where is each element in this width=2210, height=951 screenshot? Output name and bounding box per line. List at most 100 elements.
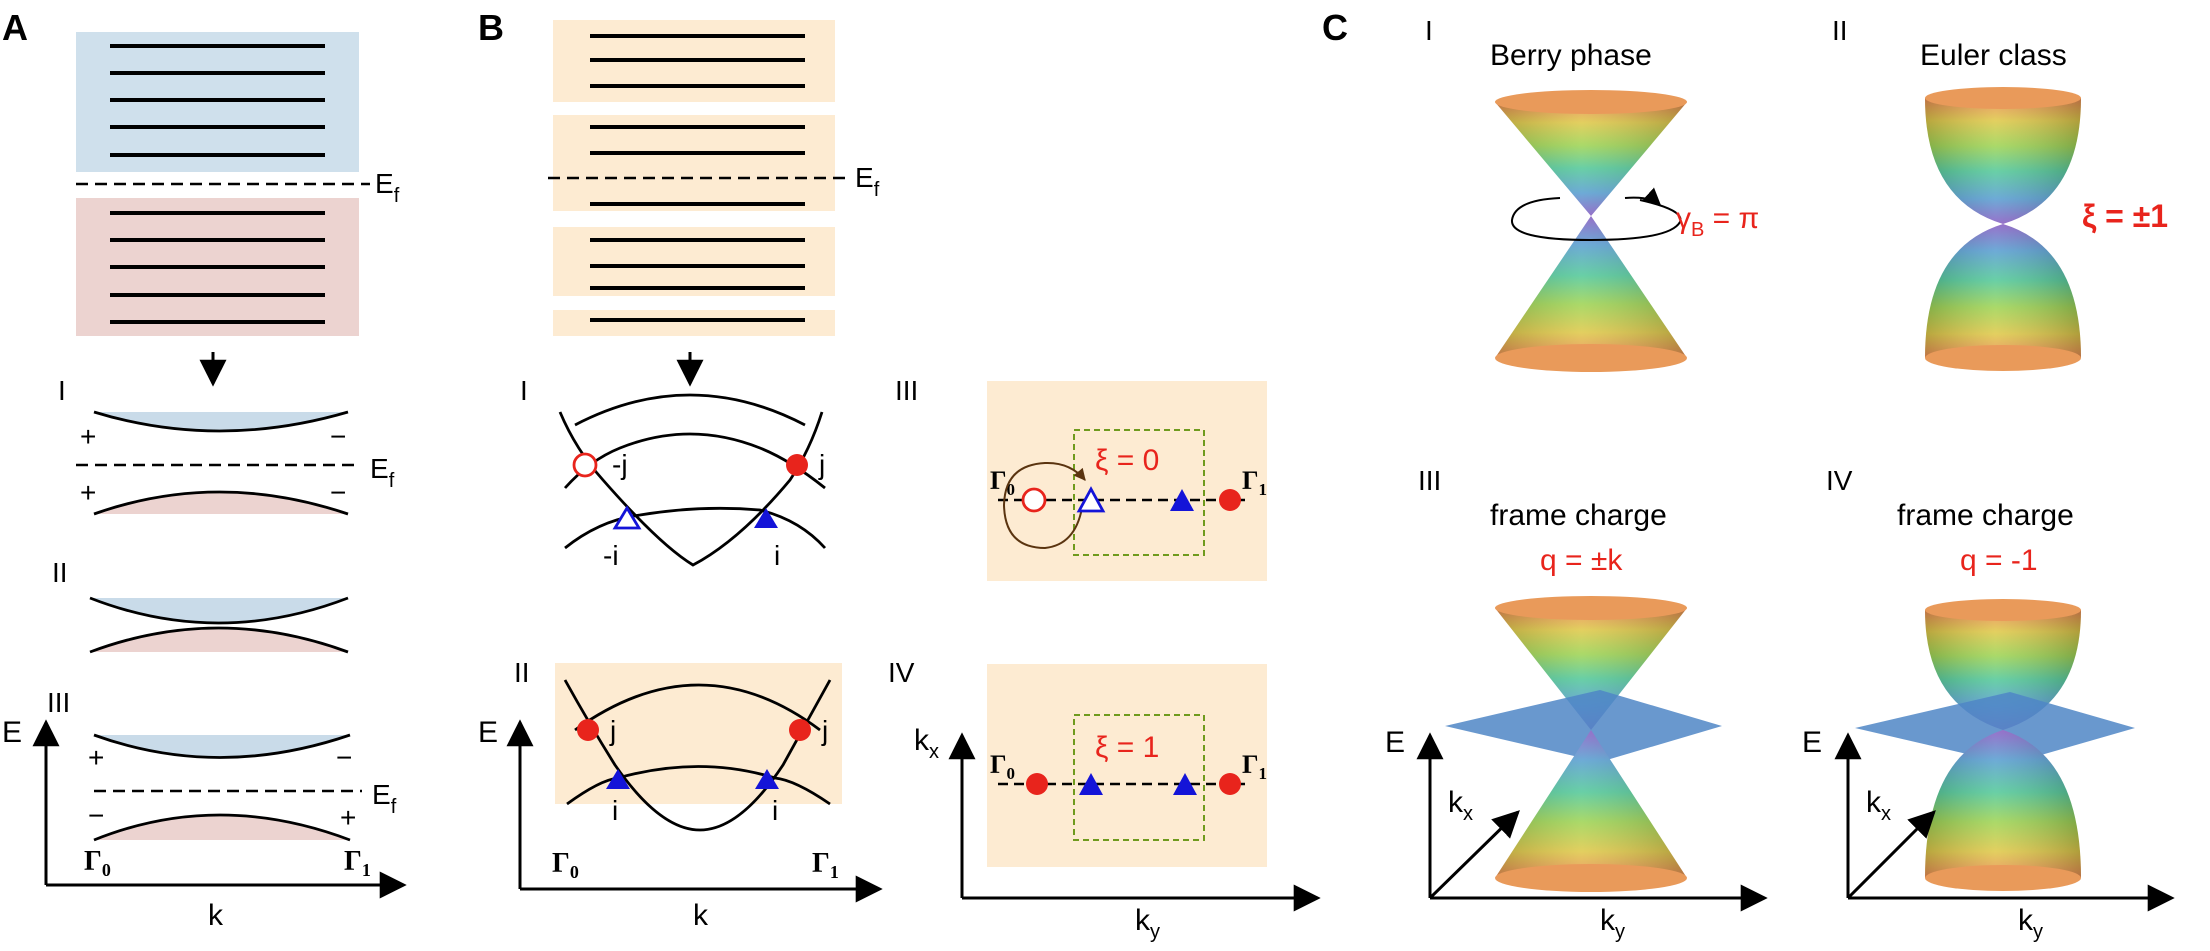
frame-box-iii — [1073, 429, 1205, 556]
c-ii-title: Euler class — [1920, 39, 2067, 72]
band-group-3 — [553, 227, 835, 296]
label-i: i — [774, 540, 780, 571]
sub-iii-box — [987, 381, 1267, 581]
band-group-2 — [553, 115, 835, 211]
panel-c: C I Berry phase γB = π II Euler class ξ … — [1322, 7, 2175, 943]
axis-k-label-b: k — [693, 899, 709, 932]
gamma0-iv: Γ0 — [990, 750, 1015, 783]
row-iii-roman: III — [47, 687, 70, 718]
conduction-band-lines — [110, 44, 325, 157]
fermi-label-i: Ef — [370, 453, 395, 492]
band-group-4 — [553, 310, 835, 336]
axis-kx-c4 — [1846, 810, 1936, 900]
gamma1-b: Γ1 — [812, 848, 839, 882]
axis-ky-label-b: ky — [1135, 904, 1160, 943]
c-i-title: Berry phase — [1490, 39, 1652, 72]
panel-b: B Ef I — [478, 7, 1321, 943]
gamma0-a: Γ0 — [84, 846, 111, 880]
berry-loop-i — [1511, 197, 1682, 242]
minus-top-i: − — [330, 421, 346, 452]
axis-e-label-a: E — [2, 716, 22, 749]
minus-top-iii: − — [336, 742, 352, 773]
label-neg-i: -i — [603, 540, 619, 571]
energy-plane-iv — [1855, 692, 2135, 764]
c-ii-roman: II — [1832, 15, 1848, 46]
c-iv-roman: IV — [1826, 465, 1853, 496]
node-j-left — [577, 719, 599, 741]
c-iv-title: frame charge — [1897, 499, 2074, 532]
c-iii-title: frame charge — [1490, 499, 1667, 532]
panel-a-letter: A — [2, 7, 28, 48]
frame-cone-iii — [1445, 596, 1722, 892]
tri-open-iii — [1076, 486, 1106, 513]
node-neg-i — [612, 505, 642, 530]
axis-kx-label-c4: kx — [1866, 786, 1891, 825]
sub-i-bands — [558, 393, 827, 567]
gamma1-iii: Γ1 — [1242, 466, 1267, 499]
row-ii-roman: II — [52, 557, 68, 588]
sub-i-roman: I — [520, 375, 528, 406]
c-iv-charge: q = -1 — [1960, 544, 2038, 577]
axis-kx-label-b: kx — [914, 724, 939, 763]
minus-bot-i: − — [330, 477, 346, 508]
node-i — [754, 508, 778, 528]
dirac-cone-i — [1495, 90, 1687, 372]
label-i-left: i — [612, 795, 618, 826]
node-j-right — [789, 719, 811, 741]
c-i-roman: I — [1425, 15, 1433, 46]
label-j-right: j — [821, 715, 828, 746]
fermi-level-label: Ef — [375, 168, 400, 207]
sub-ii-roman: II — [514, 657, 530, 688]
axis-e-label-c3: E — [1385, 726, 1405, 759]
node-left-iv — [1026, 773, 1048, 795]
xi-iii: ξ = 0 — [1095, 444, 1159, 477]
c-iii-charge: q = ±k — [1540, 544, 1623, 577]
frame-box-iv — [1073, 714, 1205, 841]
gamma1-iv: Γ1 — [1242, 750, 1267, 783]
gamma0-iii: Γ0 — [990, 466, 1015, 499]
tri-right-iv — [1173, 773, 1197, 795]
node-i-right — [755, 769, 779, 789]
sub-iv-box — [987, 664, 1267, 867]
label-neg-j: -j — [612, 449, 628, 480]
axis-e-label-c4: E — [1802, 726, 1822, 759]
c-iii-roman: III — [1418, 465, 1441, 496]
gamma0-b: Γ0 — [552, 848, 579, 882]
plus-bot-i: + — [80, 477, 96, 508]
sub-ii-bands — [563, 679, 832, 832]
valence-band-lines — [110, 211, 325, 324]
label-j: j — [818, 449, 825, 480]
tri-filled-iii — [1170, 489, 1194, 511]
gamma1-a: Γ1 — [344, 846, 371, 880]
sub-iv-roman: IV — [888, 657, 915, 688]
frame-cone-iv — [1855, 599, 2135, 891]
node-neg-j — [572, 452, 598, 478]
minus-bot-iii: − — [88, 800, 104, 831]
tri-left-iv — [1079, 773, 1103, 795]
panel-a: A Ef I + − Ef + − I — [2, 7, 407, 932]
axis-ky-label-c3: ky — [1600, 904, 1625, 943]
node-right-iv — [1219, 773, 1241, 795]
node-j — [786, 454, 808, 476]
euler-xi: ξ = ±1 — [2082, 198, 2168, 234]
axis-k-label-a: k — [208, 899, 224, 932]
axis-kx-c3 — [1428, 810, 1520, 900]
fermi-label-iii: Ef — [372, 779, 397, 818]
node-open-iii — [1021, 487, 1047, 513]
axis-e-label-b: E — [478, 716, 498, 749]
plus-top-i: + — [80, 421, 96, 452]
label-i-right: i — [772, 795, 778, 826]
berry-loop-arrow — [1624, 187, 1662, 207]
node-i-left — [606, 769, 630, 789]
panel-b-letter: B — [478, 7, 504, 48]
band-lines-b — [590, 34, 805, 322]
euler-cone-ii — [1925, 87, 2081, 371]
berry-phase-value: γB = π — [1676, 202, 1759, 241]
axis-kx-label-c3: kx — [1448, 786, 1473, 825]
label-j-left: j — [609, 715, 616, 746]
panel-c-letter: C — [1322, 7, 1348, 48]
node-filled-iii — [1219, 489, 1241, 511]
xi-iv: ξ = 1 — [1095, 731, 1159, 764]
plus-top-iii: + — [88, 742, 104, 773]
